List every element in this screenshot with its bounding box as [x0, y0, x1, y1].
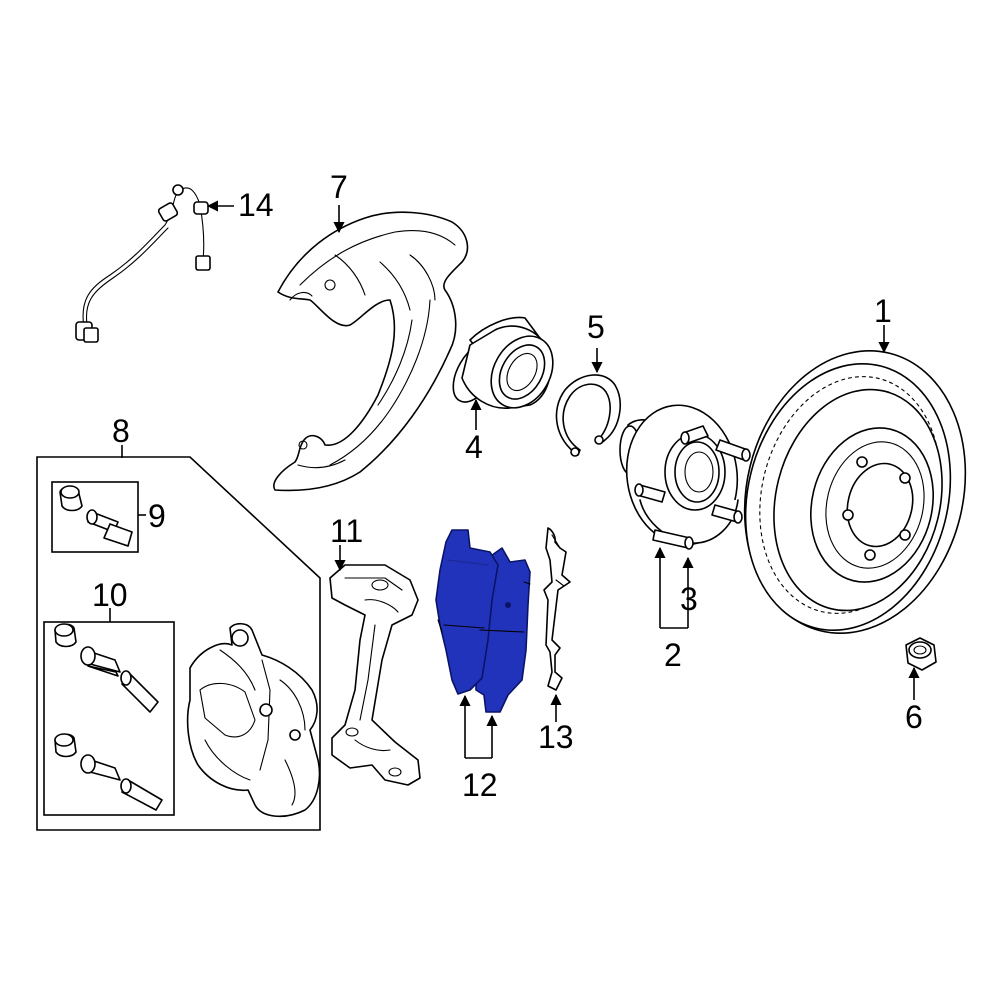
wheel-hub-part[interactable]	[618, 398, 746, 552]
callout-11: 11	[330, 513, 363, 549]
callout-13: 13	[538, 719, 574, 755]
callout-10: 10	[92, 577, 128, 613]
abs-sensor-wire-part[interactable]	[75, 184, 211, 343]
callout-7: 7	[330, 169, 348, 205]
snap-ring-part[interactable]	[555, 374, 621, 457]
splash-shield-part[interactable]	[273, 211, 469, 492]
callout-6: 6	[905, 699, 923, 735]
callout-4: 4	[465, 429, 483, 465]
brake-pads-part[interactable]	[435, 529, 531, 713]
lug-nut-part[interactable]	[905, 637, 937, 671]
callout-2: 2	[664, 637, 682, 673]
callout-14: 14	[238, 187, 274, 223]
callout-3: 3	[680, 581, 698, 617]
callout-5: 5	[587, 309, 605, 345]
bushing-kit-box	[51, 481, 139, 553]
guide-pin-kit-box	[43, 621, 175, 816]
bushing-kit-part[interactable]	[59, 485, 133, 547]
callout-12: 12	[462, 767, 498, 803]
pad-clip-part[interactable]	[543, 527, 571, 691]
wheel-stud-part[interactable]	[634, 425, 751, 550]
callout-labels: 1 2 3 4 5 6 7 8 9 10 11 12 13 14	[92, 169, 923, 803]
callout-1: 1	[874, 293, 892, 329]
caliper-bracket-part[interactable]	[329, 564, 421, 786]
brake-rotor-part[interactable]	[716, 327, 995, 657]
caliper-kit-box	[36, 456, 321, 831]
guide-pin-kit-part[interactable]	[54, 623, 163, 811]
callout-9: 9	[148, 498, 166, 534]
callout-8: 8	[112, 413, 130, 449]
caliper-body-part[interactable]	[186, 622, 321, 818]
leader-lines	[109, 200, 920, 759]
wheel-bearing-part[interactable]	[444, 316, 565, 418]
